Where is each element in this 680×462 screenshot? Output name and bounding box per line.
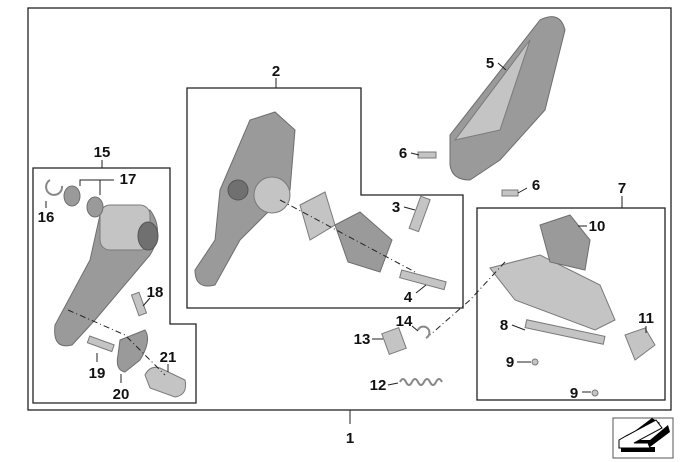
group-frame-7: [476, 207, 666, 401]
callout-6b: 6: [532, 177, 540, 194]
callout-8: 8: [500, 317, 508, 334]
part-17-bearing: [63, 185, 81, 207]
callout-11: 11: [638, 310, 654, 327]
leader-3: [403, 206, 416, 211]
part-16-circlip: [45, 179, 64, 196]
part-8-plate: [524, 319, 606, 345]
part-20-pedal-arm: [116, 329, 149, 373]
callout-5: 5: [486, 55, 494, 72]
part-17-bearing: [86, 196, 104, 218]
callout-14: 14: [396, 313, 413, 330]
leader-8: [511, 324, 526, 331]
callout-10: 10: [589, 218, 606, 235]
callout-2: 2: [272, 63, 280, 80]
leader-14: [411, 325, 419, 332]
group-frame-2: [186, 87, 464, 309]
part-11-clip: [624, 327, 656, 361]
part-2-bearing: [253, 176, 291, 214]
arrow-down-left-icon[interactable]: [612, 417, 674, 459]
part-10-pad: [539, 214, 591, 271]
part-2-bracket: [194, 111, 296, 287]
part-13-pin: [381, 326, 407, 356]
callout-1: 1: [346, 430, 354, 447]
part-2-pivot: [334, 211, 393, 273]
callout-16: 16: [38, 209, 55, 226]
part-21-peg-rubber: [144, 366, 186, 398]
part-9-screw: [531, 358, 539, 366]
callout-3: 3: [392, 199, 400, 216]
callout-13: 13: [354, 331, 371, 348]
callout-19: 19: [89, 365, 106, 382]
part-7-footpeg: [489, 254, 616, 331]
group-frame-15: [32, 167, 197, 404]
part-14-clip: [417, 325, 431, 339]
part-9-screw: [591, 389, 599, 397]
part-6-bolt: [501, 189, 519, 197]
callout-21: 21: [160, 349, 177, 366]
part-5-highlight: [453, 39, 531, 141]
callout-9b: 9: [570, 385, 578, 402]
callout-17: 17: [120, 171, 137, 188]
leader-17: [79, 179, 114, 195]
callout-12: 12: [370, 377, 387, 394]
callout-20: 20: [113, 386, 130, 403]
callout-7: 7: [618, 180, 626, 197]
part-19-pin: [86, 335, 115, 353]
part-4-bolt: [399, 269, 447, 291]
leader-12: [387, 382, 399, 386]
leader-5: [497, 62, 507, 71]
callout-6a: 6: [399, 145, 407, 162]
part-15-bore: [137, 221, 159, 251]
part-2-bushing: [299, 191, 336, 241]
part-3-bolt: [408, 195, 431, 233]
part-18-bolt: [130, 291, 148, 317]
leader-6b: [517, 187, 528, 194]
callout-18: 18: [147, 284, 164, 301]
leader-18: [142, 297, 151, 307]
callout-15: 15: [94, 144, 111, 161]
leader-6a: [410, 152, 420, 156]
leader-4: [415, 284, 427, 294]
part-6-bolt: [417, 151, 437, 159]
callout-9a: 9: [506, 354, 514, 371]
part-2-hole: [227, 179, 249, 201]
part-12-spring: [399, 378, 443, 386]
callout-4: 4: [404, 289, 413, 306]
axis-line: [429, 261, 506, 336]
